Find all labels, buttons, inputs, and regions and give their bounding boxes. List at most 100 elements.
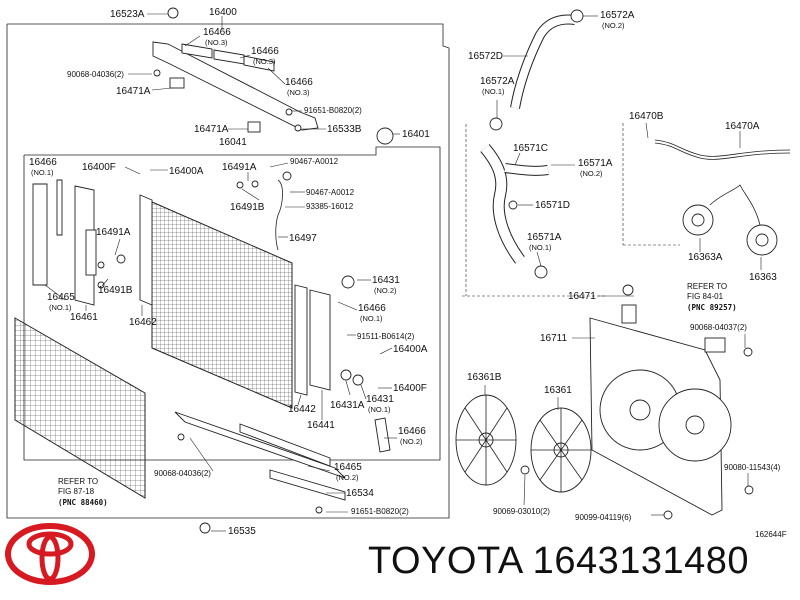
label-16466-no2: 16466: [398, 426, 426, 437]
label-90080-11543: 90080-11543(4): [724, 463, 781, 472]
label-no1-a: (NO.1): [31, 168, 54, 177]
label-16491A-a: 16491A: [222, 162, 257, 173]
label-16400: 16400: [209, 7, 237, 18]
label-16431-no1: 16431: [366, 394, 394, 405]
label-no1-c: (NO.1): [360, 314, 383, 323]
label-16533B: 16533B: [327, 124, 362, 135]
label-refer-87-line3: (PNC 88460): [58, 498, 108, 507]
label-refer-84-line1: REFER TO: [687, 282, 727, 291]
label-16462: 16462: [129, 317, 157, 328]
label-16466-no3-c: 16466: [285, 77, 313, 88]
label-16572A-no1: 16572A: [480, 76, 515, 87]
label-16442: 16442: [288, 404, 316, 415]
label-16470A: 16470A: [725, 121, 760, 132]
label-no2-c: (NO.2): [336, 473, 359, 482]
label-16471A-a: 16471A: [116, 86, 151, 97]
label-no3-a: (NO.3): [205, 38, 228, 47]
right-tank-drawing: [236, 171, 391, 453]
outer-assembly-frame: [6, 23, 450, 519]
label-16400A-b: 16400A: [393, 344, 428, 355]
label-16497: 16497: [289, 233, 317, 244]
label-no3-b: (NO.3): [253, 57, 276, 66]
label-91651-B0820-b: 91651-B0820(2): [351, 507, 409, 516]
label-refer-84-line2: FIG 84-01: [687, 292, 724, 301]
toyota-logo: [5, 523, 95, 585]
radiator-support-bracket-drawing: [152, 7, 319, 133]
label-refer-87-line2: FIG 87-18: [58, 487, 95, 496]
label-90069-03010: 90069-03010(2): [493, 507, 550, 516]
label-16400A-a: 16400A: [169, 166, 204, 177]
label-16466-no1-a: 16466: [29, 157, 57, 168]
label-no1-e: (NO.1): [482, 87, 505, 96]
label-16466-no3-b: 16466: [251, 46, 279, 57]
condenser-drawing: [14, 317, 146, 499]
label-16534: 16534: [346, 488, 374, 499]
brand-part-number: TOYOTA 1643131480: [368, 540, 750, 582]
label-16571A-no1: 16571A: [527, 232, 562, 243]
inner-radiator-frame: [23, 146, 441, 461]
left-tank-drawing: [32, 179, 126, 306]
label-16491A-b: 16491A: [96, 227, 131, 238]
label-16571A-no2: 16571A: [578, 158, 613, 169]
label-16363: 16363: [749, 272, 777, 283]
callout-labels: 16523A 16400 16466 (NO.3) 16466 (NO.3) 1…: [29, 7, 787, 539]
label-no1-d: (NO.1): [368, 405, 391, 414]
label-no2-a: (NO.2): [374, 286, 397, 295]
leader-lines: [44, 13, 762, 532]
label-16470B: 16470B: [629, 111, 664, 122]
label-16431A: 16431A: [330, 400, 365, 411]
label-16572D: 16572D: [468, 51, 503, 62]
fan-16361B-drawing: [455, 394, 517, 486]
label-16431-no2: 16431: [372, 275, 400, 286]
label-16523A: 16523A: [110, 9, 145, 20]
label-16571D: 16571D: [535, 200, 570, 211]
fan-motor-drawing: [682, 184, 778, 256]
label-16401: 16401: [402, 129, 430, 140]
lower-bracket-drawing: [174, 411, 346, 534]
label-no1-f: (NO.1): [529, 243, 552, 252]
label-no2-d: (NO.2): [602, 21, 625, 30]
label-16400F-a: 16400F: [82, 162, 116, 173]
label-refer-87-line1: REFER TO: [58, 477, 98, 486]
lower-hose-drawing: [480, 144, 549, 279]
label-93385-16012: 93385-16012: [306, 202, 354, 211]
label-16466-no1-b: 16466: [358, 303, 386, 314]
figure-code: 162644F: [755, 530, 787, 539]
label-no3-c: (NO.3): [287, 88, 310, 97]
label-16041: 16041: [219, 137, 247, 148]
label-91651-B0820-a: 91651-B0820(2): [304, 106, 362, 115]
label-90099-04119: 90099-04119(6): [575, 513, 632, 522]
label-16711: 16711: [540, 333, 568, 344]
label-no2-b: (NO.2): [400, 437, 423, 446]
upper-hose-drawing: [489, 9, 584, 131]
label-16572A-no2: 16572A: [600, 10, 635, 21]
label-16441: 16441: [307, 420, 335, 431]
label-16461: 16461: [70, 312, 98, 323]
overflow-pipe-drawing: [654, 139, 791, 160]
label-90068-04036-b: 90068-04036(2): [154, 469, 211, 478]
label-90068-04037: 90068-04037(2): [690, 323, 747, 332]
label-90467-A0012-b: 90467-A0012: [306, 188, 355, 197]
label-91511-B0614: 91511-B0614(2): [357, 332, 415, 341]
radiator-core-drawing: [139, 127, 394, 409]
label-16466-no3-a: 16466: [203, 27, 231, 38]
label-no1-b: (NO.1): [49, 303, 72, 312]
label-16363A: 16363A: [688, 252, 723, 263]
fan-16361-drawing: [520, 407, 592, 493]
label-16471: 16471: [568, 291, 596, 302]
label-16361B: 16361B: [467, 372, 502, 383]
label-16465-no2: 16465: [334, 462, 362, 473]
fan-shroud-drawing: [589, 284, 754, 520]
label-refer-84-line3: (PNC 89257): [687, 303, 737, 312]
label-16535: 16535: [228, 526, 256, 537]
label-16465-no1: 16465: [47, 292, 75, 303]
label-16361: 16361: [544, 385, 572, 396]
label-90467-A0012-a: 90467-A0012: [290, 157, 339, 166]
label-16571C: 16571C: [513, 143, 548, 154]
label-16471A-b: 16471A: [194, 124, 229, 135]
label-16491B-a: 16491B: [230, 202, 265, 213]
label-16400F-b: 16400F: [393, 383, 427, 394]
label-no2-e: (NO.2): [580, 169, 603, 178]
label-90068-04036-a: 90068-04036(2): [67, 70, 124, 79]
